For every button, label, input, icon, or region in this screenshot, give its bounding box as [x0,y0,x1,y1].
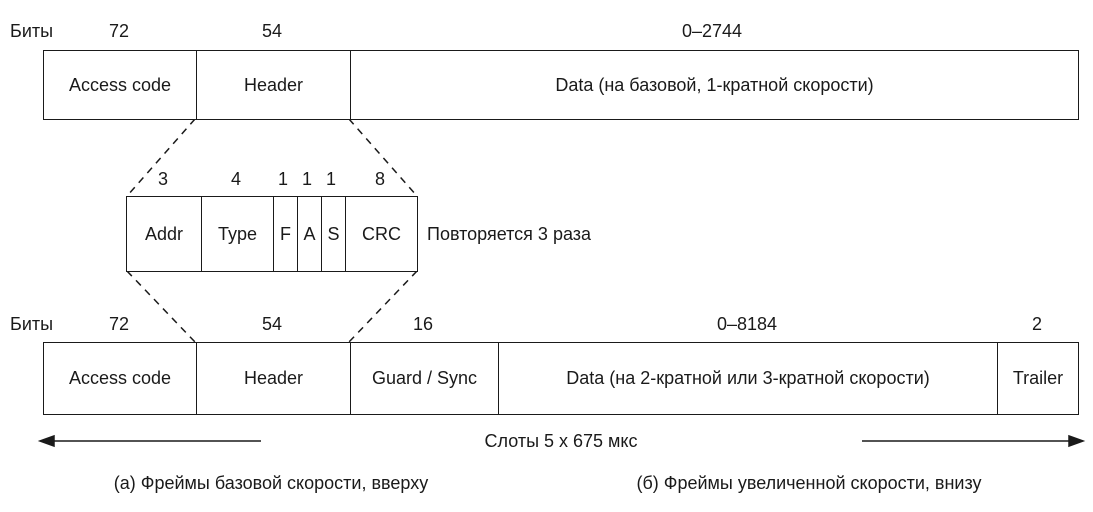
bottom-field-trailer: Trailer [997,343,1078,414]
bottom-frame: Access code Header Guard / Sync Data (на… [43,342,1079,415]
repeat-note: Повторяется 3 раза [427,224,592,244]
caption-b: (б) Фреймы увеличенной скорости, внизу [636,473,982,493]
bottom-bits-data: 0–8184 [716,314,778,334]
bottom-field-access-code: Access code [68,368,172,388]
hdr-bits-crc: 8 [374,169,386,189]
hdr-bits-s: 1 [325,169,337,189]
hdr-bits-f: 1 [277,169,289,189]
hdr-bits-type: 4 [230,169,242,189]
top-bits-label: Биты [10,21,54,41]
caption-a: (а) Фреймы базовой скорости, вверху [113,473,429,493]
top-frame: Access code Header Data (на базовой, 1-к… [43,50,1079,120]
top-field-header: Header [196,51,350,119]
top-bits-header: 54 [261,21,283,41]
header-detail-frame: Addr Type F A S CRC [126,196,418,272]
hdr-field-crc: CRC [345,197,417,271]
slots-label: Слоты 5 x 675 мкс [484,431,638,451]
bottom-field-header: Header [196,343,350,414]
bottom-bits-guard: 16 [412,314,434,334]
top-bits-data: 0–2744 [681,21,743,41]
bottom-field-data: Data (на 2-кратной или 3-кратной скорост… [498,343,997,414]
top-field-data: Data (на базовой, 1-кратной скорости) [350,51,1078,119]
zoom-line-top-right [348,118,418,197]
bottom-field-guard-sync: Guard / Sync [350,343,498,414]
slots-arrow-right-head [1068,434,1086,448]
hdr-field-f: F [273,197,297,271]
top-bits-access-code: 72 [108,21,130,41]
bottom-bits-trailer: 2 [1031,314,1043,334]
bottom-bits-header: 54 [261,314,283,334]
top-field-access-code: Access code [68,74,172,95]
hdr-field-type: Type [201,197,273,271]
slots-arrow-left-head [37,434,55,448]
hdr-field-s: S [321,197,345,271]
hdr-bits-addr: 3 [157,169,169,189]
hdr-field-addr: Addr [144,223,184,244]
hdr-field-a: A [297,197,321,271]
hdr-bits-a: 1 [301,169,313,189]
zoom-line-bottom-left [126,270,196,343]
zoom-line-top-left [126,118,196,197]
bottom-bits-label: Биты [10,314,54,334]
bottom-bits-access-code: 72 [108,314,130,334]
zoom-line-bottom-right [348,270,418,343]
